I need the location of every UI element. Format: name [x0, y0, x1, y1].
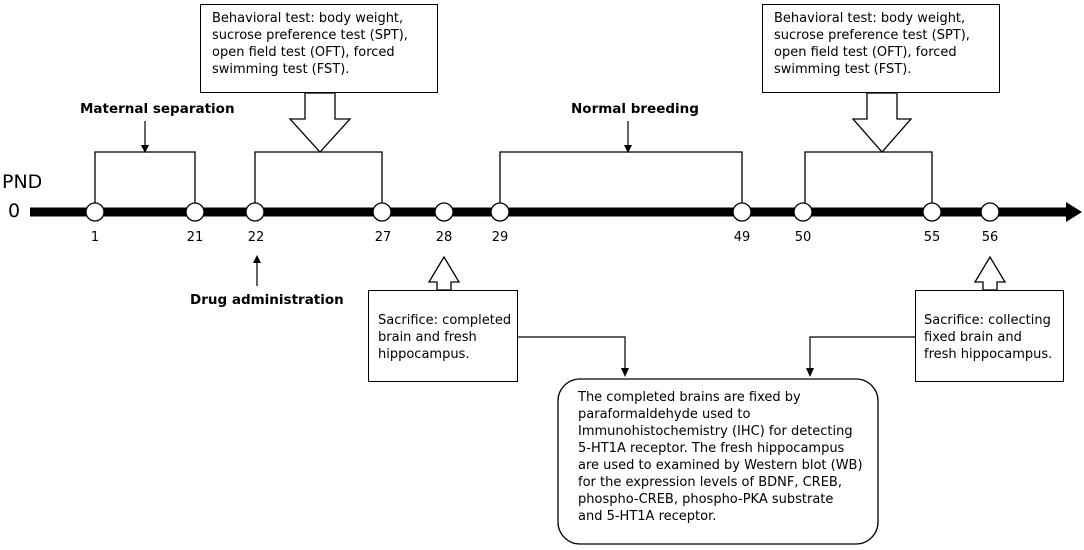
behavioral-test-box-1: Behavioral test: body weight, sucrose pr…	[200, 4, 438, 93]
drug-administration-arrowhead	[253, 255, 261, 263]
behavioral-2-block-arrow	[851, 92, 913, 153]
origin-label: 0	[8, 200, 21, 222]
day-marker	[980, 202, 1000, 222]
behavioral-1-block-arrow	[288, 92, 352, 153]
methods-box-frame	[557, 378, 879, 545]
box-line: paraformaldehyde used to	[578, 407, 751, 422]
day-markers	[85, 202, 1000, 222]
day-label: 29	[491, 230, 509, 245]
box-line: Sacrifice: collecting	[924, 313, 1051, 328]
day-marker	[434, 202, 454, 222]
box-line: open field test (OFT), forced	[774, 45, 957, 60]
timeline-arrowhead	[1066, 202, 1082, 222]
drug-administration-label: Drug administration	[190, 292, 344, 308]
box-line: are used to examined by Western blot (WB…	[578, 458, 863, 473]
maternal-separation-label: Maternal separation	[80, 101, 235, 117]
box-line: hippocampus.	[378, 347, 470, 362]
sacrifice-2-block-arrow	[973, 255, 1007, 291]
normal-breeding-bracket	[499, 151, 743, 205]
day-label: 55	[923, 230, 941, 245]
sacrifice-1-block-arrow	[427, 255, 461, 291]
sacrifice-1-connector	[518, 336, 626, 370]
day-label: 50	[794, 230, 812, 245]
day-label: 56	[981, 230, 999, 245]
day-marker	[490, 202, 510, 222]
sacrifice-box-1: Sacrifice: completed brain and fresh hip…	[368, 290, 518, 382]
box-line: for the expression levels of BDNF, CREB,	[578, 475, 842, 490]
day-marker	[372, 202, 392, 222]
day-label: 49	[733, 230, 751, 245]
day-marker	[185, 202, 205, 222]
normal-breeding-arrowhead	[624, 145, 632, 153]
methods-box: The completed brains are fixed by parafo…	[560, 381, 876, 542]
day-label: 28	[435, 230, 453, 245]
box-line: fixed brain and	[924, 330, 1022, 345]
box-line: 5-HT1A receptor. The fresh hippocampus	[578, 441, 845, 456]
box-line: Behavioral test: body weight,	[774, 11, 966, 26]
pnd-label: PND	[2, 171, 43, 193]
day-label: 21	[186, 230, 204, 245]
sacrifice-2-connector	[809, 336, 915, 370]
box-line: brain and fresh	[378, 330, 477, 345]
box-line: and 5-HT1A receptor.	[578, 509, 717, 524]
box-line: fresh hippocampus.	[924, 347, 1053, 362]
box-line: swimming test (FST).	[212, 62, 350, 77]
behavioral-test-box-2: Behavioral test: body weight, sucrose pr…	[762, 4, 1000, 93]
sacrifice-1-connector-arrowhead	[621, 368, 629, 377]
day-marker	[922, 202, 942, 222]
day-label: 1	[90, 230, 100, 245]
box-line: Immunohistochemistry (IHC) for detecting	[578, 424, 853, 439]
behavioral-2-bracket	[804, 151, 933, 205]
box-line: open field test (OFT), forced	[212, 45, 395, 60]
normal-breeding-label: Normal breeding	[571, 101, 699, 117]
box-line: sucrose preference test (SPT),	[774, 28, 970, 43]
box-line: Sacrifice: completed	[378, 313, 512, 328]
box-line: sucrose preference test (SPT),	[212, 28, 408, 43]
sacrifice-box-2: Sacrifice: collecting fixed brain and fr…	[915, 290, 1064, 382]
day-label: 22	[247, 230, 265, 245]
box-line: Behavioral test: body weight,	[212, 11, 404, 26]
box-line: The completed brains are fixed by	[578, 390, 801, 405]
box-line: phospho-CREB, phospho-PKA substrate	[578, 492, 834, 507]
maternal-separation-arrowhead	[141, 145, 149, 153]
day-marker	[245, 202, 265, 222]
day-marker	[85, 202, 105, 222]
day-marker	[793, 202, 813, 222]
day-marker	[732, 202, 752, 222]
maternal-separation-bracket	[94, 151, 196, 205]
behavioral-1-bracket	[254, 151, 383, 205]
day-label: 27	[374, 230, 392, 245]
box-line: swimming test (FST).	[774, 62, 912, 77]
sacrifice-2-connector-arrowhead	[806, 368, 814, 377]
